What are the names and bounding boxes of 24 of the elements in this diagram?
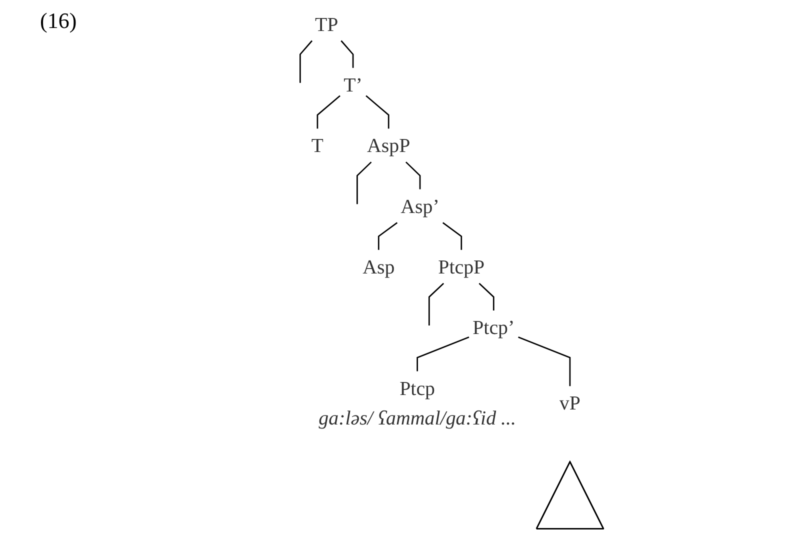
- tree-branch: [518, 336, 571, 386]
- tree-branch: [340, 40, 354, 68]
- tree-branch: [405, 162, 421, 190]
- category-label: T: [311, 134, 324, 157]
- example-number: (16): [40, 8, 77, 34]
- category-label: vP: [559, 392, 580, 414]
- tree-branch: [416, 336, 470, 372]
- tree-branch: [356, 162, 372, 204]
- tree-branch: [300, 40, 313, 83]
- tree-branch: [428, 282, 444, 326]
- tree-branch: [442, 222, 462, 250]
- category-label: TP: [314, 12, 338, 36]
- tree-branch: [366, 95, 390, 129]
- tree-branch: [316, 95, 340, 129]
- category-label: Asp’: [400, 194, 440, 218]
- category-label: Ptcp ga:ləs/ ʕammal/ga:ʕid ...: [318, 376, 516, 430]
- tree-branch: [478, 282, 494, 311]
- category-label: T’: [344, 73, 362, 96]
- category-label: AspP: [367, 134, 410, 157]
- category-label: PtcpP: [438, 255, 485, 278]
- category-label: Ptcp’: [472, 316, 515, 339]
- category-label: Asp: [362, 255, 395, 278]
- tree-branch: [378, 222, 398, 250]
- triangle-shape: [536, 461, 604, 530]
